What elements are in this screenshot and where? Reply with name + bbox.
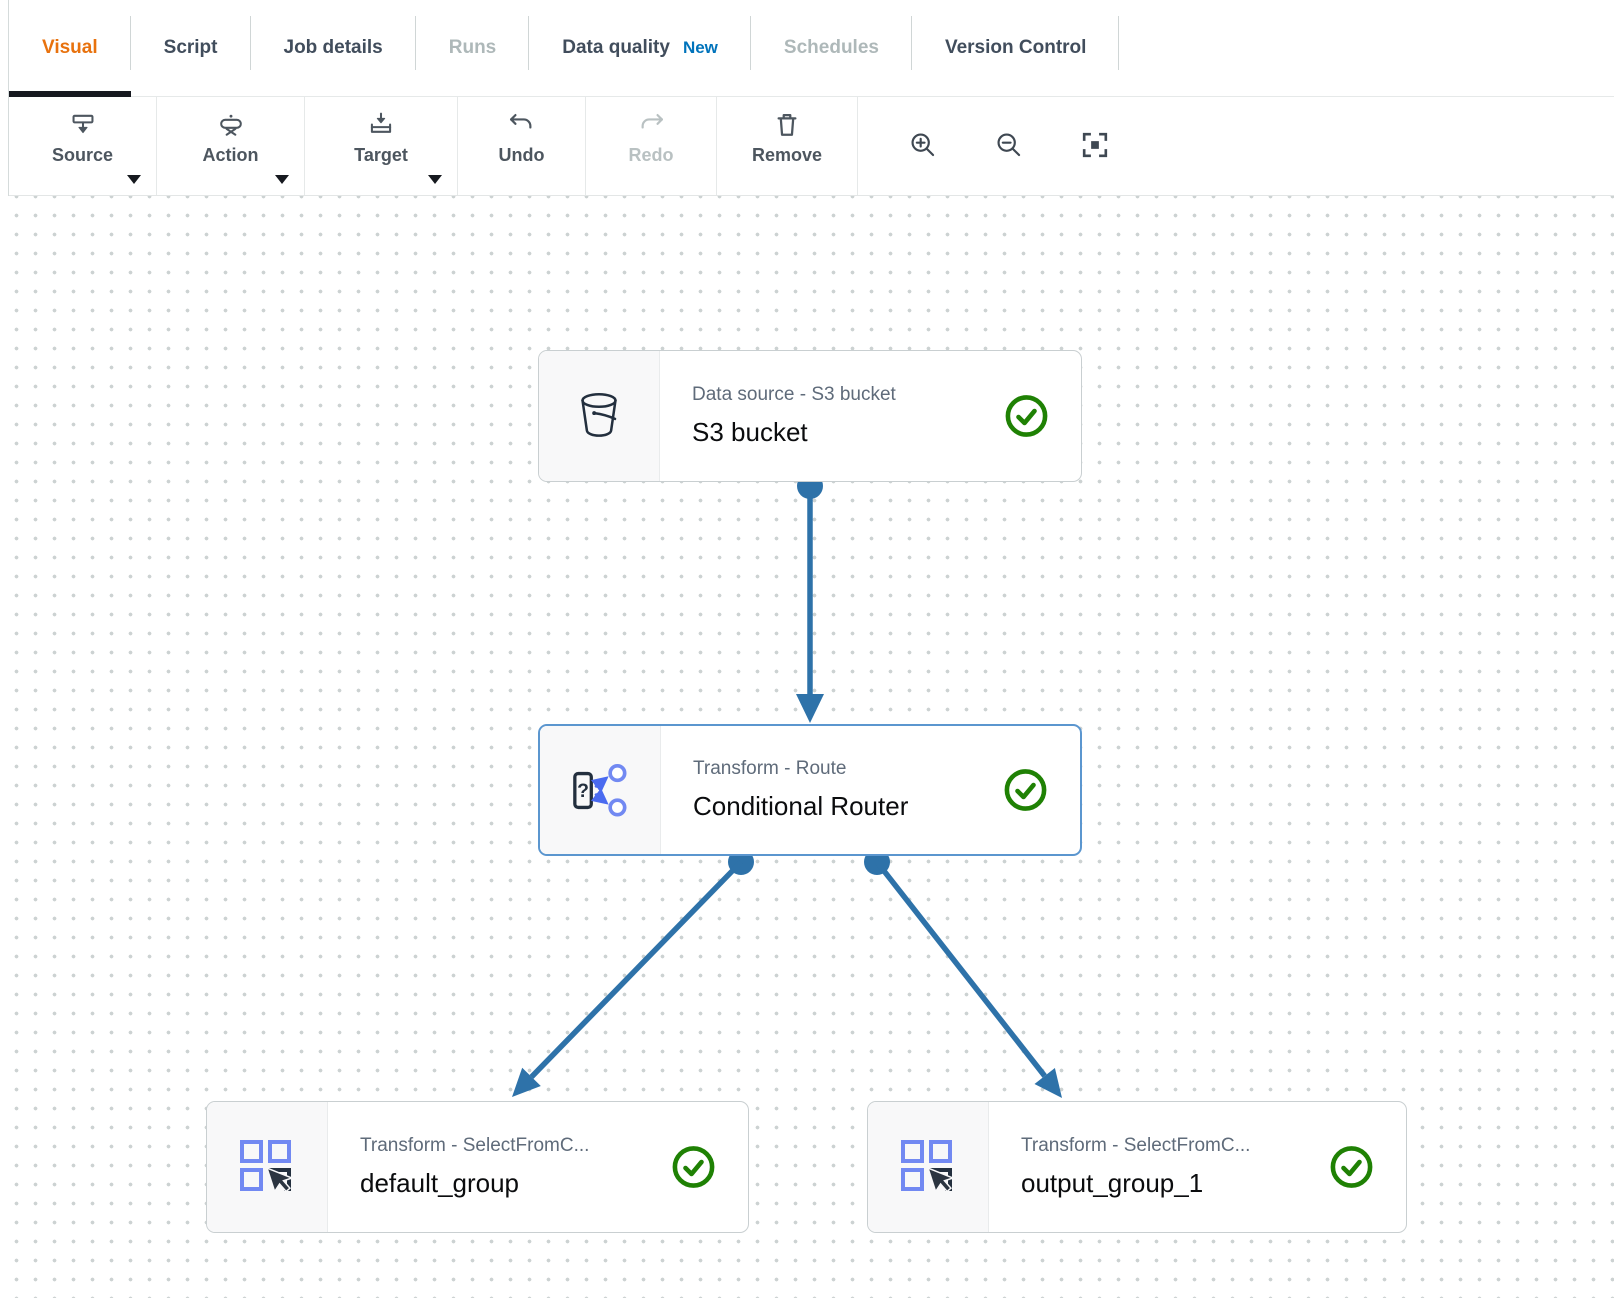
node-name-label: output_group_1 (1021, 1168, 1204, 1198)
status-valid-icon (671, 1145, 716, 1190)
edge-layer (512, 473, 1062, 1098)
node-labels: Data source - S3 bucket S3 bucket (660, 351, 1081, 481)
select-from-collection-icon (207, 1102, 328, 1232)
action-icon (215, 110, 247, 142)
visual-editor-toolbar: Source Action (9, 97, 1614, 196)
target-button[interactable]: Target (305, 97, 458, 195)
svg-text:?: ? (577, 780, 589, 802)
redo-label: Redo (628, 145, 674, 165)
node-name-label: S3 bucket (692, 417, 808, 447)
remove-label: Remove (751, 145, 823, 165)
canvas-zoom-controls (858, 97, 1118, 195)
status-valid-icon (1004, 394, 1049, 439)
undo-button[interactable]: Undo (458, 97, 586, 195)
tab-visual[interactable]: Visual (9, 0, 131, 98)
tab-label: Visual (42, 37, 98, 58)
status-valid-icon (1329, 1145, 1374, 1190)
edge-s3-to-router (796, 473, 824, 723)
tab-script[interactable]: Script (131, 0, 251, 96)
tab-label: Job details (283, 37, 383, 58)
tab-job-details[interactable]: Job details (251, 0, 417, 96)
trash-icon (771, 110, 803, 142)
node-conditional-router[interactable]: ? Transform - Route Conditional Router (538, 724, 1082, 856)
tab-schedules[interactable]: Schedules (751, 0, 913, 96)
tab-label: Data quality (562, 37, 670, 58)
zoom-in-icon (906, 128, 940, 165)
action-label: Action (202, 145, 259, 165)
node-type-label: Transform - Route (693, 758, 847, 779)
job-editor-tabs: Visual Script Job details Runs Data qual… (9, 0, 1614, 98)
tab-label: Runs (448, 37, 497, 58)
target-label: Target (354, 145, 408, 165)
tab-label: Version Control (944, 37, 1087, 58)
tab-version-control[interactable]: Version Control (912, 0, 1120, 96)
node-s3-bucket[interactable]: Data source - S3 bucket S3 bucket (538, 350, 1082, 482)
conditional-router-icon: ? (540, 726, 661, 854)
chevron-down-icon (127, 175, 141, 184)
target-icon (365, 110, 397, 142)
node-default-group[interactable]: Transform - SelectFromC... default_group (206, 1101, 749, 1233)
status-valid-icon (1003, 768, 1048, 813)
tab-label: Script (163, 37, 218, 58)
chevron-down-icon (428, 175, 442, 184)
edge-router-to-output-group-1 (864, 849, 1062, 1098)
action-button[interactable]: Action (157, 97, 305, 195)
node-type-label: Transform - SelectFromC... (360, 1135, 590, 1156)
redo-button[interactable]: Redo (586, 97, 717, 195)
undo-label: Undo (498, 145, 545, 165)
node-output-group-1[interactable]: Transform - SelectFromC... output_group_… (867, 1101, 1407, 1233)
zoom-out-icon (992, 128, 1026, 165)
zoom-out-button[interactable] (986, 122, 1032, 171)
select-from-collection-icon (868, 1102, 989, 1232)
undo-icon (506, 110, 538, 142)
chevron-down-icon (275, 175, 289, 184)
source-button[interactable]: Source (9, 97, 157, 195)
editor-header: Visual Script Job details Runs Data qual… (8, 0, 1614, 196)
s3-bucket-icon (539, 351, 660, 481)
node-name-label: Conditional Router (693, 791, 909, 821)
remove-button[interactable]: Remove (717, 97, 858, 195)
node-type-label: Transform - SelectFromC... (1021, 1135, 1251, 1156)
tab-data-quality[interactable]: Data quality New (529, 0, 751, 96)
tab-runs[interactable]: Runs (416, 0, 530, 96)
fit-to-screen-button[interactable] (1072, 122, 1118, 171)
edge-router-to-default-group (512, 849, 754, 1097)
node-name-label: default_group (360, 1168, 520, 1198)
node-labels: Transform - SelectFromC... output_group_… (989, 1102, 1406, 1232)
node-type-label: Data source - S3 bucket (692, 384, 896, 405)
node-labels: Transform - Route Conditional Router (661, 726, 1080, 854)
canvas[interactable]: Data source - S3 bucket S3 bucket ? (0, 196, 1614, 1298)
zoom-in-button[interactable] (900, 122, 946, 171)
new-badge: New (682, 38, 718, 57)
redo-icon (635, 110, 667, 142)
node-labels: Transform - SelectFromC... default_group (328, 1102, 748, 1232)
source-icon (67, 110, 99, 142)
fit-to-screen-icon (1078, 128, 1112, 165)
source-label: Source (51, 145, 114, 165)
tab-label: Schedules (783, 37, 879, 58)
